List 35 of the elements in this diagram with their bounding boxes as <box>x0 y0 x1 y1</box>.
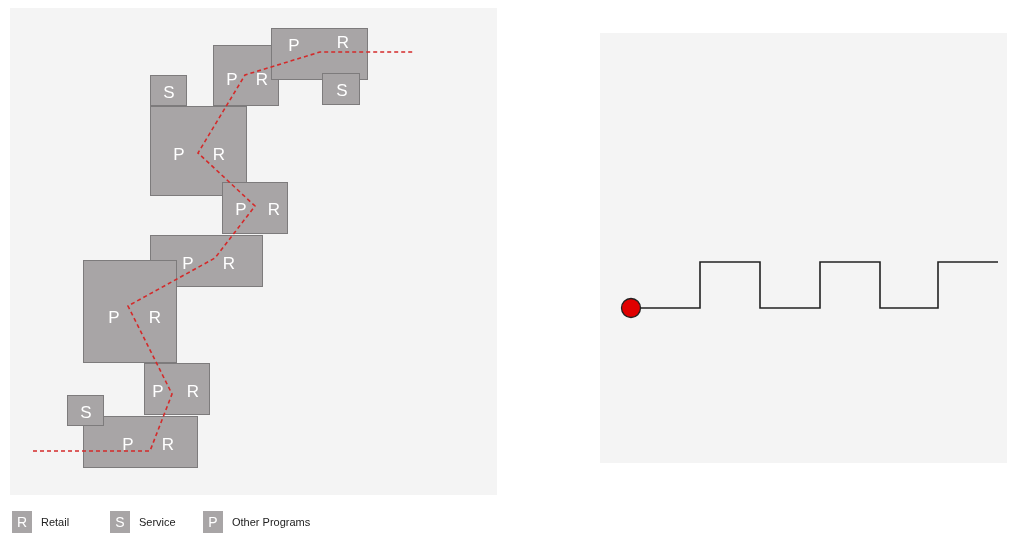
program-retail-block <box>150 106 247 196</box>
block-letter: P <box>173 145 185 163</box>
block-letter: R <box>186 382 200 400</box>
block-letter: R <box>148 308 162 326</box>
program-retail-block <box>222 182 288 234</box>
block-letter: R <box>212 145 226 163</box>
program-retail-block <box>83 260 177 363</box>
program-retail-block <box>213 45 279 106</box>
block-letter: P <box>108 308 120 326</box>
block-letter: R <box>222 254 236 272</box>
block-letter: P <box>226 70 238 88</box>
program-retail-block <box>83 416 198 468</box>
legend-label: Retail <box>41 516 70 528</box>
service-block <box>67 395 104 426</box>
block-letter: P <box>152 382 164 400</box>
program-retail-block <box>271 28 368 80</box>
block-letter: S <box>336 81 348 99</box>
service-block <box>150 75 187 106</box>
block-letter: P <box>288 36 300 54</box>
program-retail-block <box>144 363 210 415</box>
block-letter: R <box>161 435 175 453</box>
legend-label: Other Programs <box>232 516 311 528</box>
legend-label: Service <box>139 516 176 528</box>
block-letter: R <box>267 200 281 218</box>
block-letter: R <box>336 33 350 51</box>
legend-letter: S <box>115 514 125 530</box>
block-letter: S <box>163 83 175 101</box>
block-letter: R <box>255 70 269 88</box>
block-letter: P <box>182 254 194 272</box>
legend-letter: R <box>16 514 28 530</box>
block-letter: S <box>80 403 92 421</box>
block-letter: P <box>122 435 134 453</box>
block-letter: P <box>235 200 247 218</box>
service-block <box>322 73 360 105</box>
legend-letter: P <box>208 514 218 530</box>
